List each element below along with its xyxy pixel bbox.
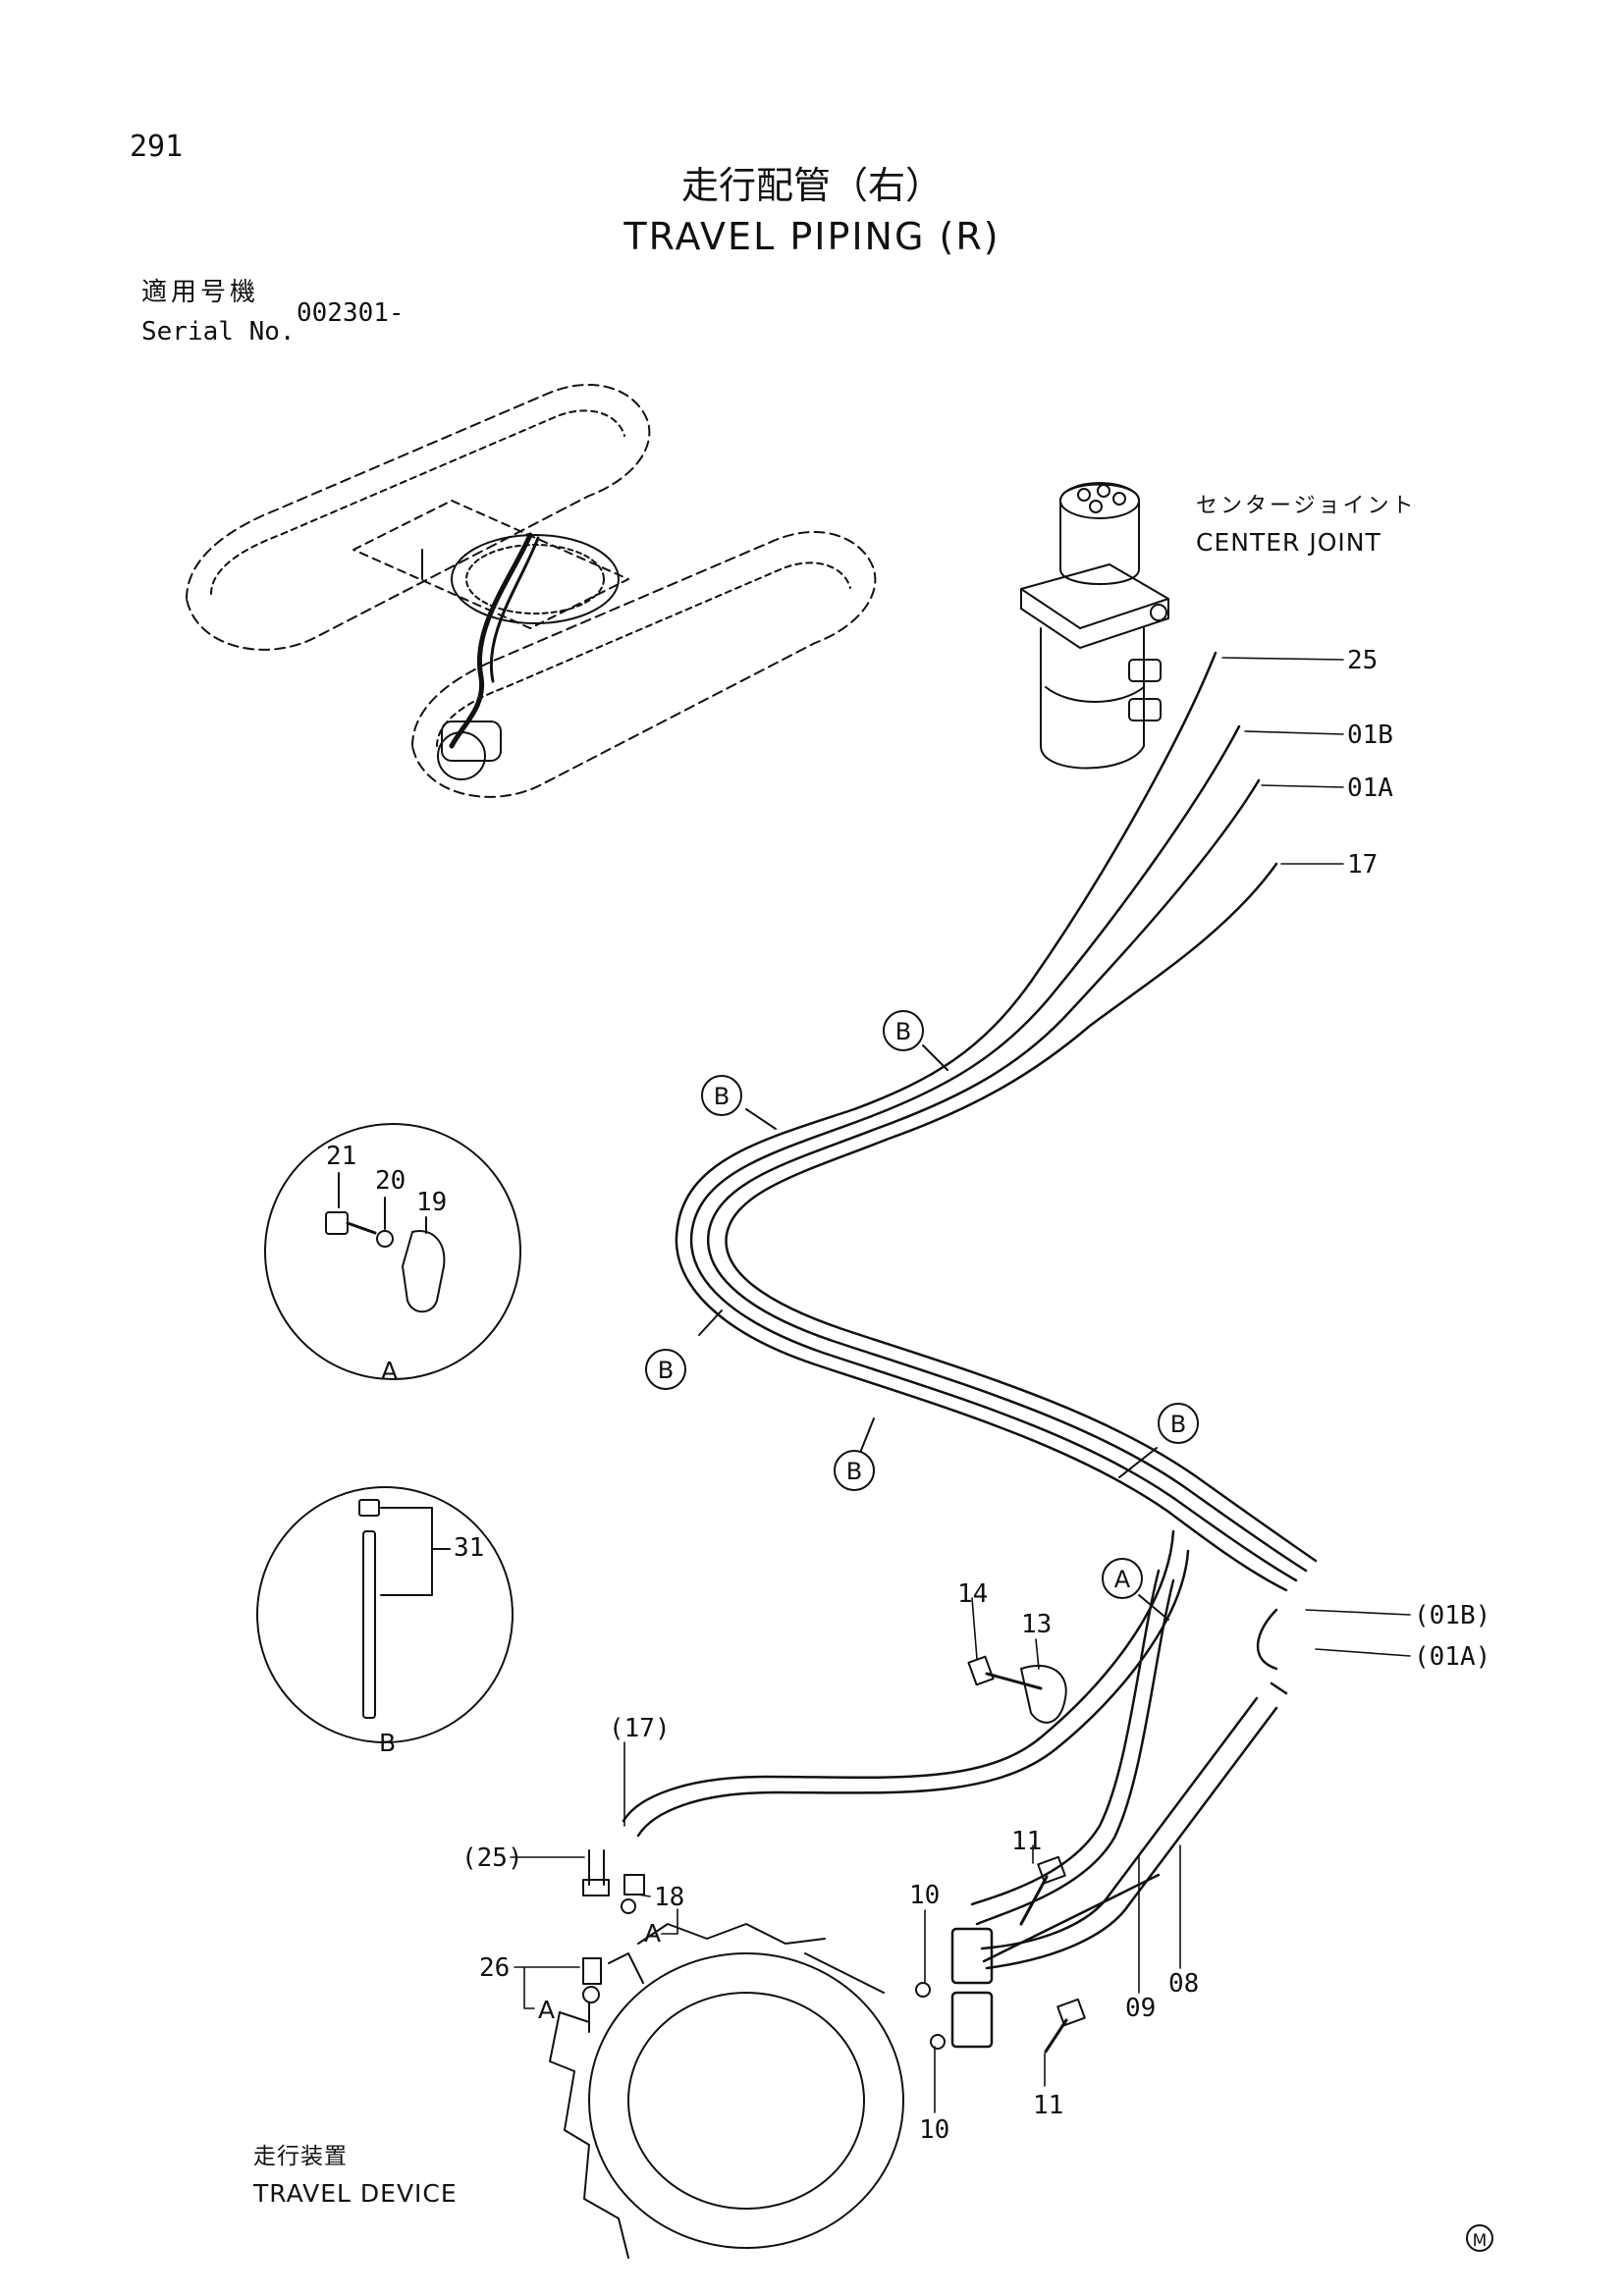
undercarriage-overview: [187, 385, 875, 797]
detail-b: [257, 1487, 513, 1742]
callout-01b-ref: (01B): [1414, 1601, 1491, 1630]
serial-label-jp: 適用号機: [141, 278, 260, 307]
hose-to-travel-device: [623, 1531, 1188, 1924]
callout-01b: 01B: [1347, 721, 1393, 750]
callout-17-ref: (17): [609, 1714, 671, 1743]
detail-a-callout-20: 20: [375, 1166, 406, 1196]
callout-25: 25: [1347, 646, 1379, 675]
bubble-b-2: B: [702, 1076, 741, 1115]
pipes-08-09: [952, 1683, 1286, 2047]
bubble-a: A: [1103, 1559, 1142, 1598]
travel-device-label-en: TRAVEL DEVICE: [253, 2179, 458, 2208]
callout-13: 13: [1021, 1610, 1053, 1639]
clamp-parts: [916, 1657, 1085, 2052]
travel-device-fittings: [583, 1850, 644, 2032]
bubble-b-2-label: B: [714, 1083, 730, 1110]
bubble-b-4-label: B: [846, 1458, 862, 1485]
detail-a-callout-21: 21: [326, 1142, 357, 1171]
callout-11-top: 11: [1011, 1827, 1043, 1856]
callout-01a-ref: (01A): [1414, 1642, 1491, 1672]
detail-a-callout-19: 19: [416, 1188, 448, 1217]
serial-value: 002301-: [297, 298, 405, 328]
callout-17: 17: [1347, 850, 1379, 880]
bubble-b-1-label: B: [895, 1018, 911, 1045]
serial-label-en: Serial No.: [141, 317, 296, 347]
callout-11-bottom: 11: [1033, 2091, 1064, 2120]
page-title-en: TRAVEL PIPING (R): [623, 215, 1001, 258]
callout-01a: 01A: [1347, 774, 1393, 803]
page-title-jp: 走行配管（右）: [680, 164, 943, 207]
travel-device: [550, 1924, 903, 2258]
callout-09: 09: [1125, 1994, 1157, 2023]
leader-lines: [511, 658, 1410, 2112]
travel-device-label-jp: 走行装置: [253, 2144, 348, 2169]
callout-08: 08: [1168, 1969, 1200, 1999]
page-number: 291: [130, 130, 184, 164]
bubble-leaders: [699, 1045, 1168, 1620]
bubble-b-3: B: [646, 1350, 685, 1389]
detail-a-label: A: [381, 1357, 400, 1385]
manufacturer-mark: M: [1467, 2225, 1492, 2251]
bubble-a-label: A: [1114, 1566, 1131, 1593]
center-joint-label-en: CENTER JOINT: [1196, 528, 1381, 557]
center-joint-label-jp: センタージョイント: [1196, 494, 1417, 518]
bubble-b-5-label: B: [1170, 1411, 1186, 1438]
center-joint: [1021, 483, 1168, 769]
detail-b-callout-31: 31: [454, 1533, 485, 1563]
callout-10-top: 10: [909, 1881, 941, 1910]
callout-26: 26: [479, 1953, 511, 1983]
detail-a: [265, 1124, 520, 1379]
hose-bundle: [677, 653, 1316, 1669]
bubble-b-1: B: [884, 1011, 923, 1050]
bubble-b-5: B: [1159, 1404, 1198, 1443]
callout-10-bottom: 10: [919, 2115, 950, 2145]
callout-18: 18: [654, 1883, 685, 1912]
callout-25-ref: (25): [461, 1843, 523, 1873]
bubble-b-4: B: [835, 1451, 874, 1490]
ref-a-26: A: [538, 1996, 557, 2024]
manufacturer-mark-label: M: [1473, 2231, 1488, 2251]
bubble-b-3-label: B: [658, 1357, 674, 1384]
